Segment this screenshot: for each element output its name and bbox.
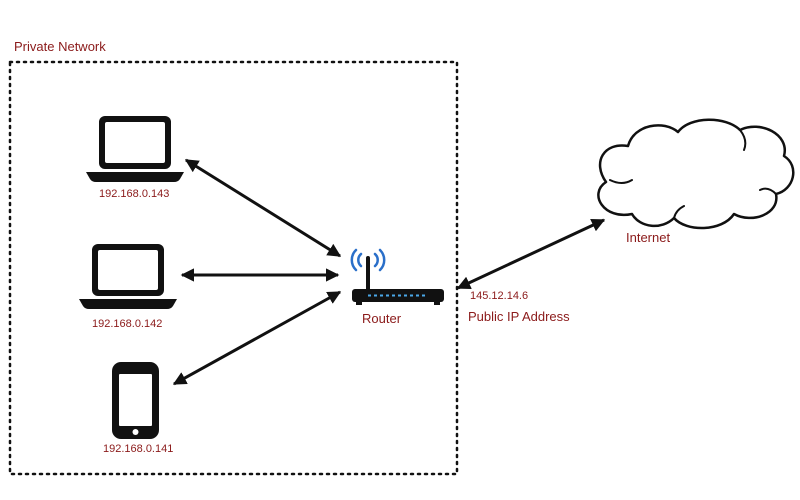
router-icon [350,248,444,305]
wifi-signal-icon [350,248,386,272]
arrow-router-internet [456,218,606,290]
arrow-phone-router [172,290,342,386]
arrow-laptop-top-router [184,158,342,258]
smartphone-icon [112,362,159,439]
laptop-top-icon [86,116,184,182]
laptop-middle-ip: 192.168.0.142 [92,318,163,330]
public-ip-value: 145.12.14.6 [470,290,529,302]
private-network-title: Private Network [14,39,106,54]
cloud-icon [597,118,795,230]
laptop-top-ip: 192.168.0.143 [99,188,170,200]
internet-label: Internet [626,230,671,245]
phone-ip: 192.168.0.141 [103,443,174,455]
cloud-inner-contour [609,129,777,219]
public-ip-label: Public IP Address [468,309,570,324]
router-label: Router [362,311,402,326]
private-network-boundary [8,60,459,476]
laptop-middle-icon [79,244,177,309]
